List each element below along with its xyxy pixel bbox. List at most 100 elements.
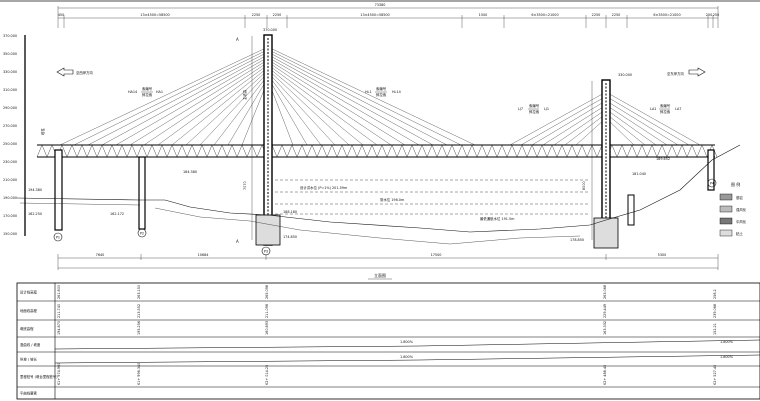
table-cell: 211.098 [265,304,269,318]
truss-diagonal [356,144,368,158]
table-cell: 213.552 [137,304,141,318]
truss-diagonal [66,144,78,158]
truss-diagonal [436,144,448,158]
pier-label: P2 [140,232,144,236]
table-row-label: 竖曲线 / 坡度 [20,342,41,347]
truss-diagonal [676,144,688,158]
cable-label: LA7 [675,107,681,111]
dim-text: 5300 [658,253,667,257]
dim-text: 2250 [612,13,621,17]
vertical-note: 塔柱 [40,128,45,135]
dim-text: 250 [713,13,719,17]
truss-diagonal [296,144,308,158]
dim-text: 1500 [479,13,488,17]
elevation-tick-label: 230.000 [3,160,17,164]
elevation-tick-label: 290.000 [3,106,17,110]
stay-cable [267,67,364,146]
truss-diagonal [646,144,658,158]
level-note: 162.250 [28,212,42,216]
truss-diagonal [236,144,248,158]
direction-right-label: 至东岸方向 [667,71,685,76]
stay-cable [605,100,679,146]
level-note: 174.850 [283,235,297,239]
table-cell: 1.800% [400,340,414,344]
truss-diagonal [106,144,118,158]
stay-cable [101,54,269,146]
stay-cable [267,54,434,146]
table-cell: K1+ 996.340 [137,363,141,385]
stay-cable [267,62,392,146]
stay-cable [605,104,668,146]
level-note: 181.040 [632,172,646,176]
table-cell: 211.740 [57,304,61,318]
dim-text: 6×3500=21000 [653,13,680,17]
level-note: 178.850 [570,238,584,242]
truss-diagonal [226,144,238,158]
truss-diagonal [206,144,218,158]
dim-text: 13×4500=58500 [360,13,389,17]
truss-diagonal [696,144,708,158]
truss-diagonal [176,144,188,158]
cable-label: HA1 [156,90,163,94]
legend-item: 中风化 [736,219,747,224]
stay-cable [143,62,269,146]
pier-label: P4 [710,182,714,186]
cable-label: 索编号 [376,86,387,91]
elevation-tick-label: 350.000 [3,52,17,56]
dim-text: 10684 [198,253,209,257]
stay-cable [575,117,607,146]
stay-cable [267,74,322,146]
truss-diagonal [306,144,318,158]
table-cell: 1.800% [720,355,734,359]
bottom-dimension-chain: 7640 10684 17500 5300 立面图 [57,253,719,280]
arrow-right-icon [688,67,706,77]
truss-diagonal [96,144,108,158]
dim-text: 2250 [273,13,282,17]
stay-cable [227,77,269,146]
truss-diagonal [376,144,388,158]
stay-cable [267,57,420,146]
dim-text: 250 [706,13,712,17]
truss-diagonal [496,144,508,158]
truss-diagonal [136,144,148,158]
stay-cable [129,59,269,146]
cable-label: LA1 [650,107,656,111]
truss-diagonal [526,144,538,158]
stay-cables [59,46,701,146]
stay-cable [267,51,448,146]
stay-cable [115,57,269,146]
legend-title: 图 例 [731,181,740,187]
table-cell: 258.2 [713,289,717,299]
grade-line [54,339,760,350]
stay-cable [73,49,269,146]
truss-diagonal [36,144,48,158]
table-cell: 265.098 [265,285,269,299]
truss-diagonal [626,144,638,158]
table-cell: 263.150 [137,285,141,299]
stay-cable [267,49,462,146]
tower1-top-elevation: 370.000 [263,28,277,32]
table-cell: 152.21 [713,323,717,335]
direction-right: 至东岸方向 [667,67,706,77]
dim-text: 17500 [431,253,442,257]
truss-diagonal [576,144,588,158]
stay-cable [605,96,690,146]
truss-diagonal [186,144,198,158]
cable-label: 索编号 [529,103,540,108]
dim-text: 7640 [96,253,105,257]
table-row-label: 里程桩号 (墩台里程桩号) [20,374,58,379]
table-cell: 163.332 [603,321,607,335]
truss-diagonal [616,144,628,158]
vertical-note: 7070 [243,181,247,190]
stay-cable [267,46,476,146]
level-note: 162.172 [110,212,124,216]
elevation-tick-label: 270.000 [3,124,17,128]
table-cell: 1.800% [400,355,414,359]
truss-diagonal [636,144,648,158]
elevation-tick-label: 170.000 [3,214,17,218]
stay-cable [185,69,269,146]
truss-diagonal [666,144,678,158]
truss-diagonal [406,144,418,158]
